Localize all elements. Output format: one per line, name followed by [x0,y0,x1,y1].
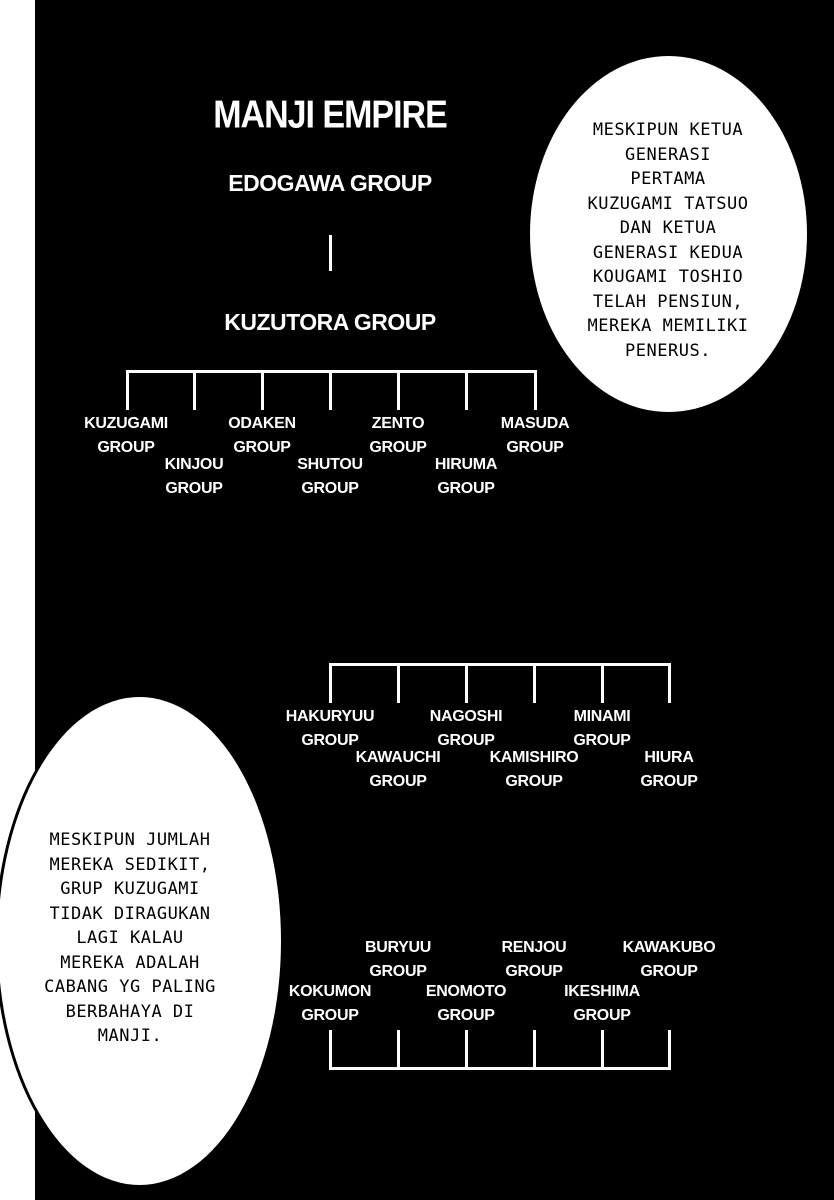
tier2-group: HIURA GROUP [640,749,698,790]
tier1-tick [193,370,196,410]
tier2-tick [668,663,671,703]
tier2-tick [465,663,468,703]
tier2-tick [329,663,332,703]
tier2-bracket-bar [329,663,671,666]
tier3-group: KOKUMON GROUP [288,983,372,1024]
tier1-group: HIRUMA GROUP [434,456,498,497]
tier1-tick [397,370,400,410]
tier1-group: SHUTOU GROUP [297,456,363,497]
connector-vertical [329,235,332,271]
tier2-tick [397,663,400,703]
tier2-group: KAWAUCHI GROUP [355,749,441,790]
tier3-tick [397,1030,400,1070]
speech-bubble-left [0,694,284,1188]
tier3-tick [329,1030,332,1070]
tier2-group: MINAMI GROUP [573,708,631,749]
tier3-bracket-bar [329,1067,671,1070]
tier1-group: ODAKEN GROUP [228,415,296,456]
tier1-group: ZENTO GROUP [369,415,427,456]
parent-group-label: KUZUTORA GROUP [224,309,436,335]
tier3-tick [601,1030,604,1070]
tier2-group: KAMISHIRO GROUP [489,749,579,790]
tier3-group: RENJOU GROUP [501,939,567,980]
tier3-group: IKESHIMA GROUP [564,983,640,1024]
tier1-tick [329,370,332,410]
speech-bubble-top-right [527,53,810,415]
chart-title: MANJI EMPIRE [213,93,448,137]
tier3-group: ENOMOTO GROUP [425,983,507,1024]
top-group-label: EDOGAWA GROUP [228,170,432,196]
speech-bubble-top-right-text: MESKIPUN KETUA GENERASI PERTAMA KUZUGAMI… [587,120,749,361]
tier3-tick [533,1030,536,1070]
tier1-group: KINJOU GROUP [164,456,224,497]
tier3-tick [465,1030,468,1070]
tier2-group: NAGOSHI GROUP [429,708,503,749]
tier1-tick [261,370,264,410]
speech-bubble-left-text: MESKIPUN JUMLAH MEREKA SEDIKIT, GRUP KUZ… [44,830,216,1046]
tier2-group: HAKURYUU GROUP [285,708,375,749]
tier1-group: MASUDA GROUP [500,415,570,456]
tier2-tick [533,663,536,703]
tier3-group: BURYUU GROUP [364,939,432,980]
tier2-tick [601,663,604,703]
tier1-tick [126,370,129,410]
tier1-group: KUZUGAMI GROUP [84,415,168,456]
tier3-group: KAWAKUBO GROUP [622,939,716,980]
tier3-tick [668,1030,671,1070]
tier1-tick [465,370,468,410]
tier1-tick [534,370,537,410]
